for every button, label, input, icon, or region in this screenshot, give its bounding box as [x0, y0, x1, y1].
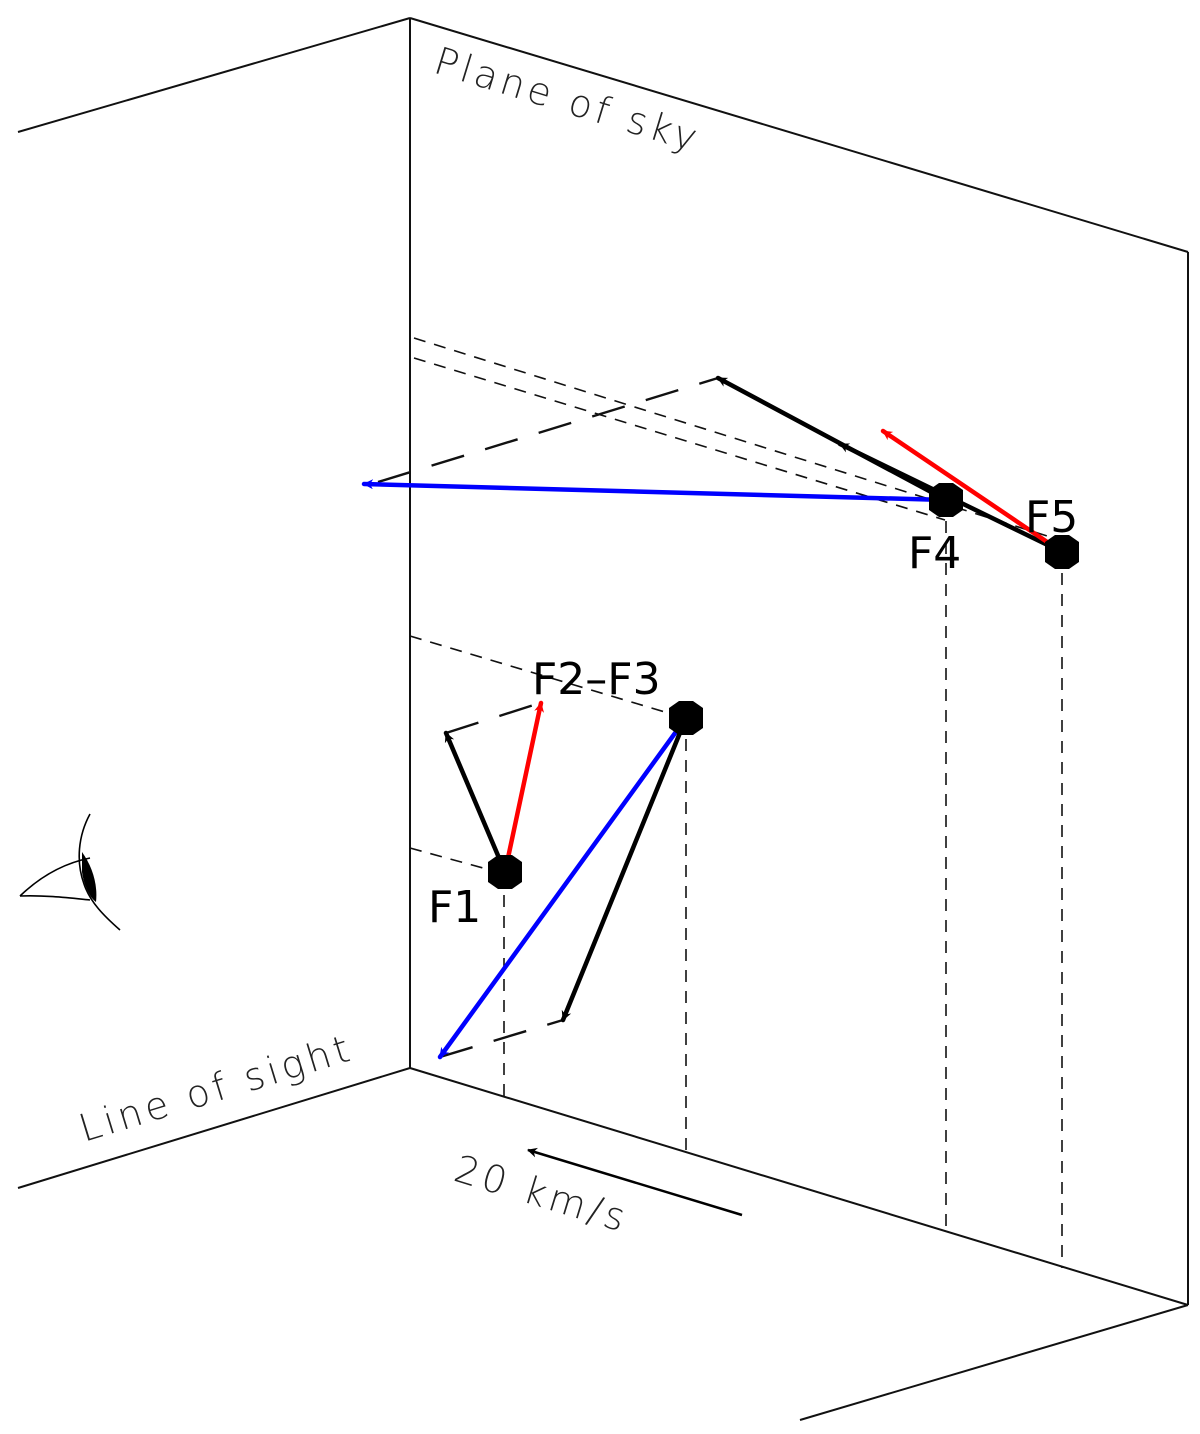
vector-f3-black	[560, 715, 689, 1023]
box-frame	[17, 17, 1189, 1421]
eye-icon	[19, 813, 121, 931]
node-f3-dot	[669, 701, 703, 735]
node-label-f2-f3: F2–F3	[532, 654, 661, 705]
vector-f1-red	[502, 700, 545, 875]
nodes	[488, 483, 1079, 889]
vector-f4-blue	[361, 479, 949, 503]
projection-lines	[377, 337, 1063, 1268]
node-label-f5: F5	[1025, 492, 1078, 543]
plane-of-sky-label: Plane of sky	[429, 39, 706, 162]
node-f4-dot	[929, 483, 963, 517]
node-label-f4: F4	[908, 528, 961, 579]
scale-label: 20 km/s	[449, 1147, 634, 1242]
line-of-sight-label: Line of sight	[74, 1025, 359, 1150]
vector-f4-black	[715, 375, 949, 503]
vector-f3-blue	[437, 715, 689, 1060]
node-label-f1: F1	[428, 882, 481, 933]
node-f1-dot	[488, 855, 522, 889]
node-f5-dot	[1045, 535, 1079, 569]
vector-f1-black	[443, 730, 508, 875]
vector-f5-red	[880, 428, 1065, 555]
velocity-vectors	[361, 375, 1065, 1060]
scale-bar: 20 km/s	[449, 1147, 743, 1242]
